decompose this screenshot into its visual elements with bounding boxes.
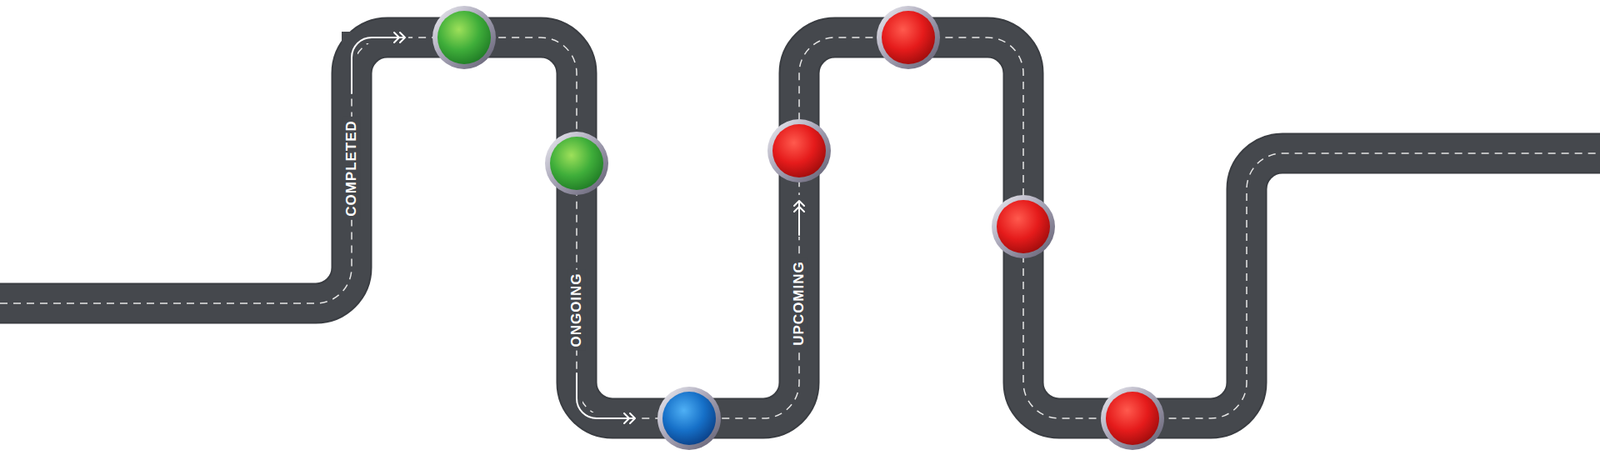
arrow-chevron (394, 32, 400, 43)
arrow-chevron (794, 206, 805, 212)
milestone-light (767, 119, 831, 183)
arrow-line (576, 373, 634, 419)
direction-arrow (793, 195, 805, 237)
light-ring (991, 195, 1055, 259)
arrow-chevron (400, 32, 405, 43)
direction-arrow (341, 31, 409, 95)
road-edge (0, 37, 1600, 419)
road-centre-line (0, 37, 1600, 419)
arrow-chevron (630, 413, 635, 424)
stage-label: COMPLETED (343, 116, 361, 220)
green-light (437, 10, 491, 65)
red-light (996, 200, 1050, 254)
arrow-chevron (624, 413, 630, 424)
red-light (881, 10, 935, 65)
green-light (550, 136, 604, 190)
light-ring (1100, 386, 1165, 450)
stage-label: UPCOMING (790, 257, 809, 350)
arrow-chevron (794, 200, 805, 206)
direction-arrow (570, 371, 640, 425)
stage-label: ONGOING (568, 269, 586, 350)
red-light (772, 124, 826, 178)
milestone-light (991, 195, 1055, 259)
light-ring (657, 386, 721, 450)
milestone-light (876, 5, 940, 70)
blue-light (662, 391, 716, 445)
milestone-light (432, 5, 496, 70)
light-ring (432, 5, 496, 70)
red-light (1105, 391, 1160, 445)
light-ring (545, 131, 609, 195)
milestone-light (1100, 386, 1165, 450)
light-ring (876, 5, 940, 70)
arrow-ground (793, 195, 805, 237)
milestone-light (657, 386, 721, 450)
road (0, 37, 1600, 419)
milestone-light (545, 131, 609, 195)
arrow-line (351, 37, 404, 94)
light-ring (767, 119, 831, 183)
